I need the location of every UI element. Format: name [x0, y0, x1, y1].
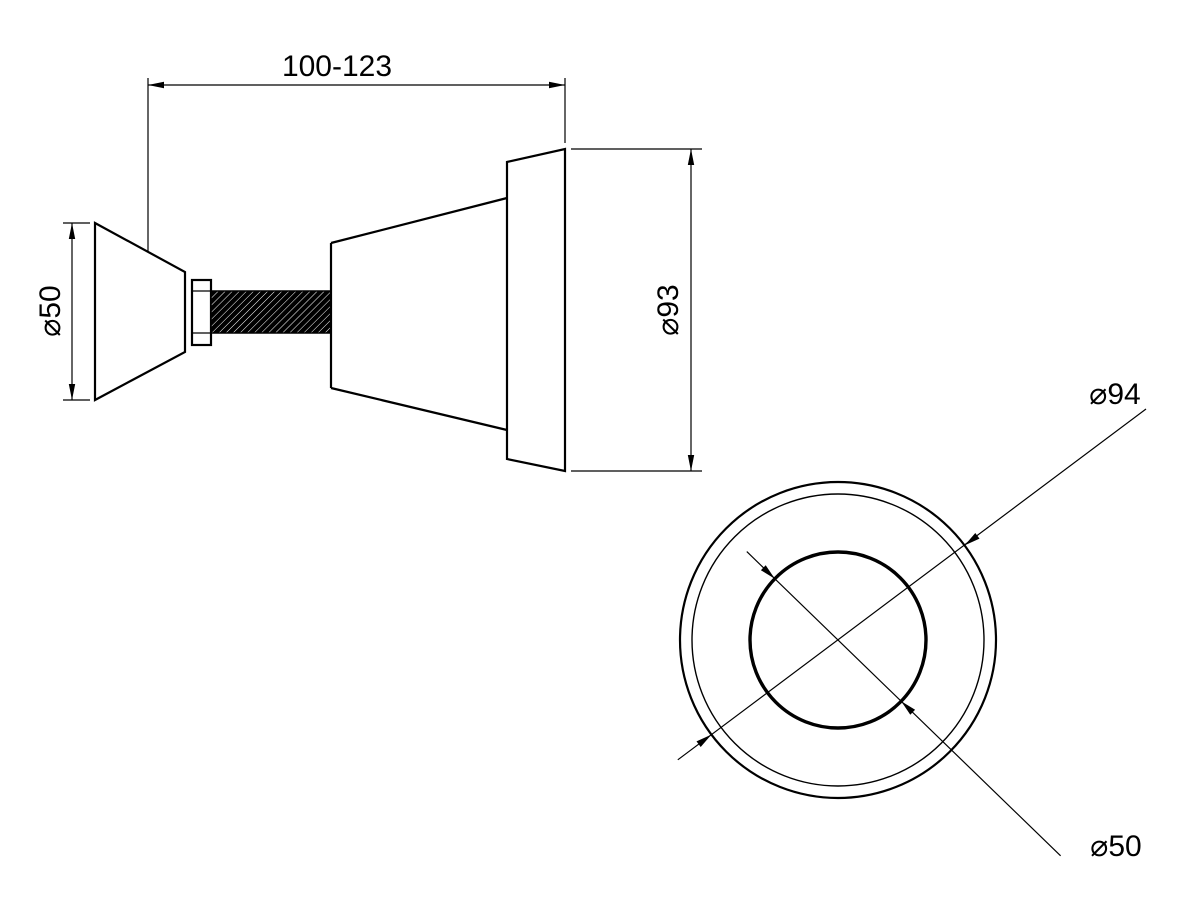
leader-line [677, 408, 1147, 761]
arrowhead [68, 384, 76, 400]
arrowhead [760, 565, 775, 579]
rim-circle [691, 493, 985, 787]
arrowhead [696, 734, 712, 747]
flange [505, 147, 567, 473]
threaded-rod [210, 290, 332, 334]
side-view [93, 147, 567, 473]
length-label: 100-123 [282, 50, 392, 83]
knob-diameter-label: ⌀50 [34, 285, 67, 336]
arrowhead [68, 223, 76, 239]
dimension-knob-diameter [63, 222, 90, 401]
arrowhead [549, 81, 565, 89]
arrowhead [687, 455, 695, 471]
outer-circle [678, 480, 998, 800]
dimension-inner-diameter [746, 551, 1062, 857]
body-diameter-label: ⌀93 [652, 284, 685, 335]
arrowhead [901, 701, 916, 715]
arrowhead [687, 149, 695, 165]
side-view-dimensions [63, 78, 702, 472]
arrowhead [148, 81, 164, 89]
knob-cone [93, 221, 187, 402]
dimension-length [147, 78, 566, 252]
front-view [677, 408, 1147, 857]
arrowhead [964, 533, 980, 546]
body-cone [329, 196, 508, 432]
front-outer-diameter-label: ⌀94 [1089, 378, 1140, 411]
dimension-body-diameter [571, 148, 702, 472]
nut [190, 278, 213, 347]
inner-circle [748, 550, 928, 730]
front-inner-diameter-label: ⌀50 [1090, 830, 1141, 863]
dimension-outer-diameter [677, 408, 1147, 761]
